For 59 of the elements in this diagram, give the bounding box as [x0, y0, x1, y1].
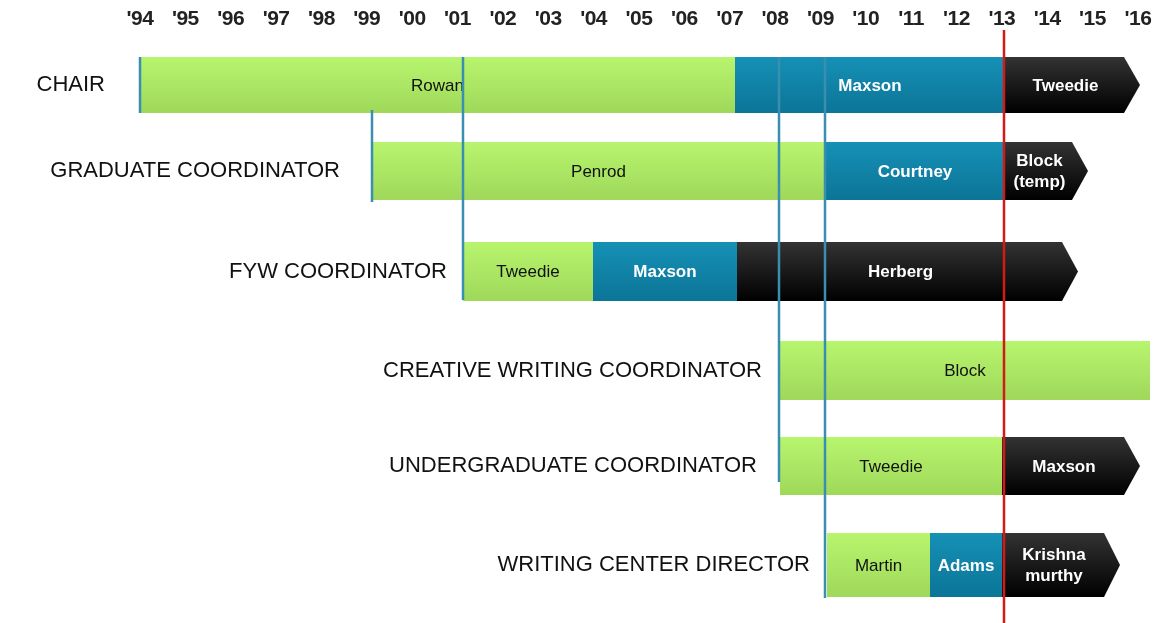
year-label: '94	[126, 6, 154, 30]
year-label: '16	[1124, 6, 1152, 30]
person-name: Penrod	[571, 160, 626, 182]
term-bar	[930, 533, 1002, 597]
term-bar	[463, 242, 593, 301]
term-bar	[825, 142, 1005, 200]
year-label: '02	[489, 6, 517, 30]
year-label: '15	[1079, 6, 1106, 30]
person-name: Tweedie	[859, 455, 923, 477]
term-bar	[780, 437, 1002, 495]
term-arrow-bar	[737, 242, 1078, 301]
person-name: Block	[944, 360, 986, 381]
person-name: Herberg	[867, 261, 934, 282]
term-arrow-bar	[1005, 142, 1088, 200]
term-arrow-bar	[1002, 437, 1140, 495]
role-label: GRADUATE COORDINATOR	[50, 157, 340, 183]
year-label: '07	[716, 6, 744, 30]
year-label: '00	[398, 6, 426, 30]
year-label: '04	[580, 6, 607, 30]
term-bar	[735, 57, 1005, 113]
year-label: '10	[852, 6, 880, 30]
year-label: '12	[943, 6, 970, 30]
term-bar	[140, 57, 735, 113]
person-name: Courtney	[877, 160, 953, 182]
year-label: '03	[534, 6, 562, 30]
year-label: '98	[308, 6, 335, 30]
role-label: WRITING CENTER DIRECTOR	[497, 551, 810, 577]
year-label: '09	[806, 6, 834, 30]
term-bar	[372, 142, 825, 200]
role-label: FYW COORDINATOR	[229, 257, 447, 284]
person-name: Tweedie	[496, 261, 560, 282]
person-name: Martin	[854, 554, 903, 576]
person-name: Rowan	[411, 74, 464, 96]
year-label: '99	[353, 6, 381, 30]
year-label: '01	[444, 6, 471, 30]
person-name: Maxson	[633, 261, 697, 282]
role-label: CHAIR	[36, 71, 105, 97]
person-name: Tweedie	[1032, 74, 1099, 96]
person-name: Adams	[937, 554, 995, 576]
term-bar	[780, 341, 1150, 400]
year-label: '14	[1033, 6, 1061, 30]
person-name: Krishna murthy	[1021, 544, 1087, 586]
term-arrow-bar	[1002, 533, 1120, 597]
year-label: '11	[898, 6, 924, 30]
year-label: '05	[625, 6, 653, 30]
year-label: '08	[761, 6, 789, 30]
term-arrow-bar	[1005, 57, 1140, 113]
year-label: '13	[988, 6, 1016, 30]
term-bar	[827, 533, 930, 597]
year-label: '96	[217, 6, 245, 30]
person-name: Maxson	[838, 74, 902, 96]
person-name: Maxson	[1032, 455, 1096, 477]
year-label: '06	[670, 6, 698, 30]
role-label: UNDERGRADUATE COORDINATOR	[389, 452, 757, 478]
term-bar	[593, 242, 737, 301]
year-label: '95	[171, 6, 199, 30]
person-name: Block (temp)	[1012, 150, 1067, 192]
year-label: '97	[262, 6, 290, 30]
role-label: CREATIVE WRITING COORDINATOR	[383, 356, 762, 383]
